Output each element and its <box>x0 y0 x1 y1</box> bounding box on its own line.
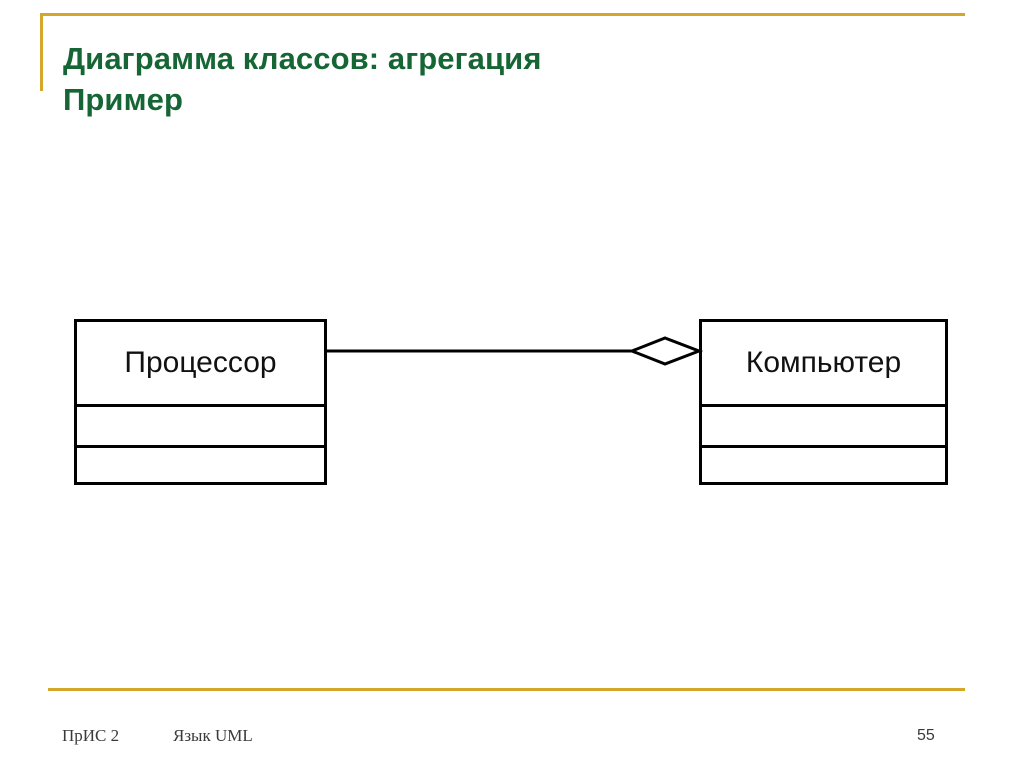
aggregation-diamond-icon <box>627 336 704 366</box>
uml-class-computer-attributes-compartment <box>702 407 945 448</box>
footer-course-label: ПрИС 2 <box>62 726 120 745</box>
uml-class-processor-name-compartment: Процессор <box>77 322 324 407</box>
aggregation-connector <box>325 336 704 366</box>
page-title: Диаграмма классов: агрегация Пример <box>63 38 943 120</box>
left-accent-rule <box>40 13 43 91</box>
uml-class-computer: Компьютер <box>699 319 948 485</box>
page-title-line-2: Пример <box>63 82 183 118</box>
footer-page-number: 55 <box>917 727 935 744</box>
uml-class-computer-name-compartment: Компьютер <box>702 322 945 407</box>
uml-class-processor-operations-compartment <box>77 448 324 482</box>
uml-class-computer-label: Компьютер <box>745 346 902 379</box>
uml-class-processor: Процессор <box>74 319 327 485</box>
bottom-accent-rule <box>48 688 965 691</box>
footer-section-label: Язык UML <box>173 726 253 745</box>
uml-class-computer-operations-compartment <box>702 448 945 482</box>
page-title-line-1: Диаграмма классов: агрегация <box>63 41 542 76</box>
uml-class-processor-label: Процессор <box>124 346 277 379</box>
top-accent-rule <box>40 13 965 16</box>
uml-class-processor-attributes-compartment <box>77 407 324 448</box>
